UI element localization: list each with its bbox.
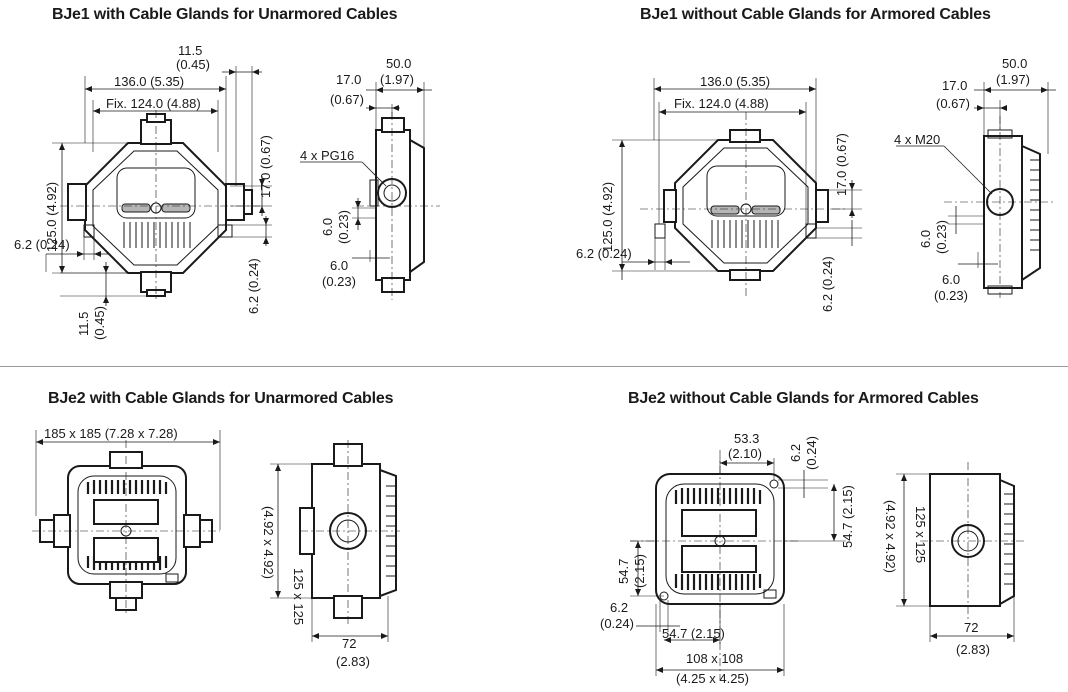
bje1g-side-50-in: (1.97) xyxy=(380,72,414,87)
bje1g-dim-11-5-bot-in: (0.45) xyxy=(92,306,107,340)
bje2-glands-side-view xyxy=(270,440,400,642)
bje1a-side-50-in: (1.97) xyxy=(996,72,1030,87)
bje1a-dim-6-2-left: 6.2 (0.24) xyxy=(576,246,632,261)
bje2a-dim-54-7-left: 54.7 xyxy=(616,559,631,584)
bje2a-side-72-in: (2.83) xyxy=(956,642,990,657)
bje2g-dim-185: 185 x 185 (7.28 x 7.28) xyxy=(44,426,178,441)
bje1a-side-6-h: 6.0 xyxy=(942,272,960,287)
bje2a-dim-108-in: (4.25 x 4.25) xyxy=(676,671,749,686)
bje1g-side-6-h: 6.0 xyxy=(330,258,348,273)
bje1g-dim-11-5-bot: 11.5 xyxy=(76,312,91,336)
bje1a-side-6-v-in: (0.23) xyxy=(934,220,949,254)
bje1g-dim-11-5-in: (0.45) xyxy=(176,57,210,72)
bje1g-dim-11-5: 11.5 xyxy=(178,43,202,58)
bje1g-dim-136: 136.0 (5.35) xyxy=(114,74,184,89)
bje2a-dim-54-7-right: 54.7 (2.15) xyxy=(840,485,855,548)
bje2g-side-72: 72 xyxy=(342,636,356,651)
bje1g-side-17-in: (0.67) xyxy=(330,92,364,107)
bje1g-side-17: 17.0 xyxy=(336,72,361,87)
bje2a-side-125-in: (4.92 x 4.92) xyxy=(883,500,898,573)
bje1g-side-6-v-in: (0.23) xyxy=(336,210,351,244)
bje2a-side-125: 125 x 125 xyxy=(913,506,928,563)
bje2a-dim-108: 108 x 108 xyxy=(686,651,743,666)
bje1a-dim-136: 136.0 (5.35) xyxy=(700,74,770,89)
bje2a-dim-6-2-left: 6.2 xyxy=(610,600,628,615)
bje1g-dim-17: 17.0 (0.67) xyxy=(258,135,273,198)
title-bje2-glands: BJe2 with Cable Glands for Unarmored Cab… xyxy=(48,390,394,407)
bje2-armored-side-view xyxy=(896,462,1024,642)
bje1g-dim-125: 125.0 (4.92) xyxy=(44,182,59,252)
bje1-glands-front-view xyxy=(45,66,272,306)
bje1a-side-17-in: (0.67) xyxy=(936,96,970,111)
bje1a-dim-6-2-right: 6.2 (0.24) xyxy=(820,256,835,312)
bje1a-side-6-v: 6.0 xyxy=(918,230,933,248)
bje2a-dim-6-2-left-in: (0.24) xyxy=(600,616,634,631)
bje1a-side-6-h-in: (0.23) xyxy=(934,288,968,303)
bje2g-side-125-in: (4.92 x 4.92) xyxy=(261,506,276,579)
title-bje1-glands: BJe1 with Cable Glands for Unarmored Cab… xyxy=(52,6,398,23)
bje1g-side-50: 50.0 xyxy=(386,56,411,71)
bje1a-side-50: 50.0 xyxy=(1002,56,1027,71)
title-bje2-armored: BJe2 without Cable Glands for Armored Ca… xyxy=(628,390,979,407)
bje1g-side-6-v: 6.0 xyxy=(320,218,335,236)
bje1-armored-front-view xyxy=(612,78,862,298)
bje1g-dim-fix124: Fix. 124.0 (4.88) xyxy=(106,96,201,111)
bje1g-dim-6-2-left: 6.2 (0.24) xyxy=(14,237,70,252)
bje2g-side-125: 125 x 125 xyxy=(291,568,306,625)
bje2-armored-front-view xyxy=(630,450,846,680)
bje2a-dim-6-2-top-in: (0.24) xyxy=(804,436,819,470)
bje2g-side-72-in: (2.83) xyxy=(336,654,370,669)
bje2a-dim-53-3: 53.3 xyxy=(734,431,759,446)
bje1a-dim-fix124: Fix. 124.0 (4.88) xyxy=(674,96,769,111)
bje1-armored-side-view xyxy=(896,82,1056,298)
bje1a-side-17: 17.0 xyxy=(942,78,967,93)
bje1a-dim-17: 17.0 (0.67) xyxy=(834,133,849,196)
bje1a-dim-125: 125.0 (4.92) xyxy=(600,182,615,252)
bje1g-dim-6-2-right: 6.2 (0.24) xyxy=(246,258,261,314)
bje1g-side-pg16: 4 x PG16 xyxy=(300,148,354,163)
bje1-glands-side-view xyxy=(300,82,440,300)
bje2-glands-front-view xyxy=(32,430,221,616)
bje2a-dim-54-7-left-in: (2.15) xyxy=(632,554,647,588)
bje2a-side-72: 72 xyxy=(964,620,978,635)
bje2a-dim-53-3-in: (2.10) xyxy=(728,446,762,461)
bje1g-side-6-h-in: (0.23) xyxy=(322,274,356,289)
title-bje1-armored: BJe1 without Cable Glands for Armored Ca… xyxy=(640,6,991,23)
section-divider xyxy=(0,366,1068,367)
bje1a-side-m20: 4 x M20 xyxy=(894,132,940,147)
bje2a-dim-54-7-bot: 54.7 (2.15) xyxy=(662,626,725,641)
bje2a-dim-6-2-top: 6.2 xyxy=(788,444,803,462)
